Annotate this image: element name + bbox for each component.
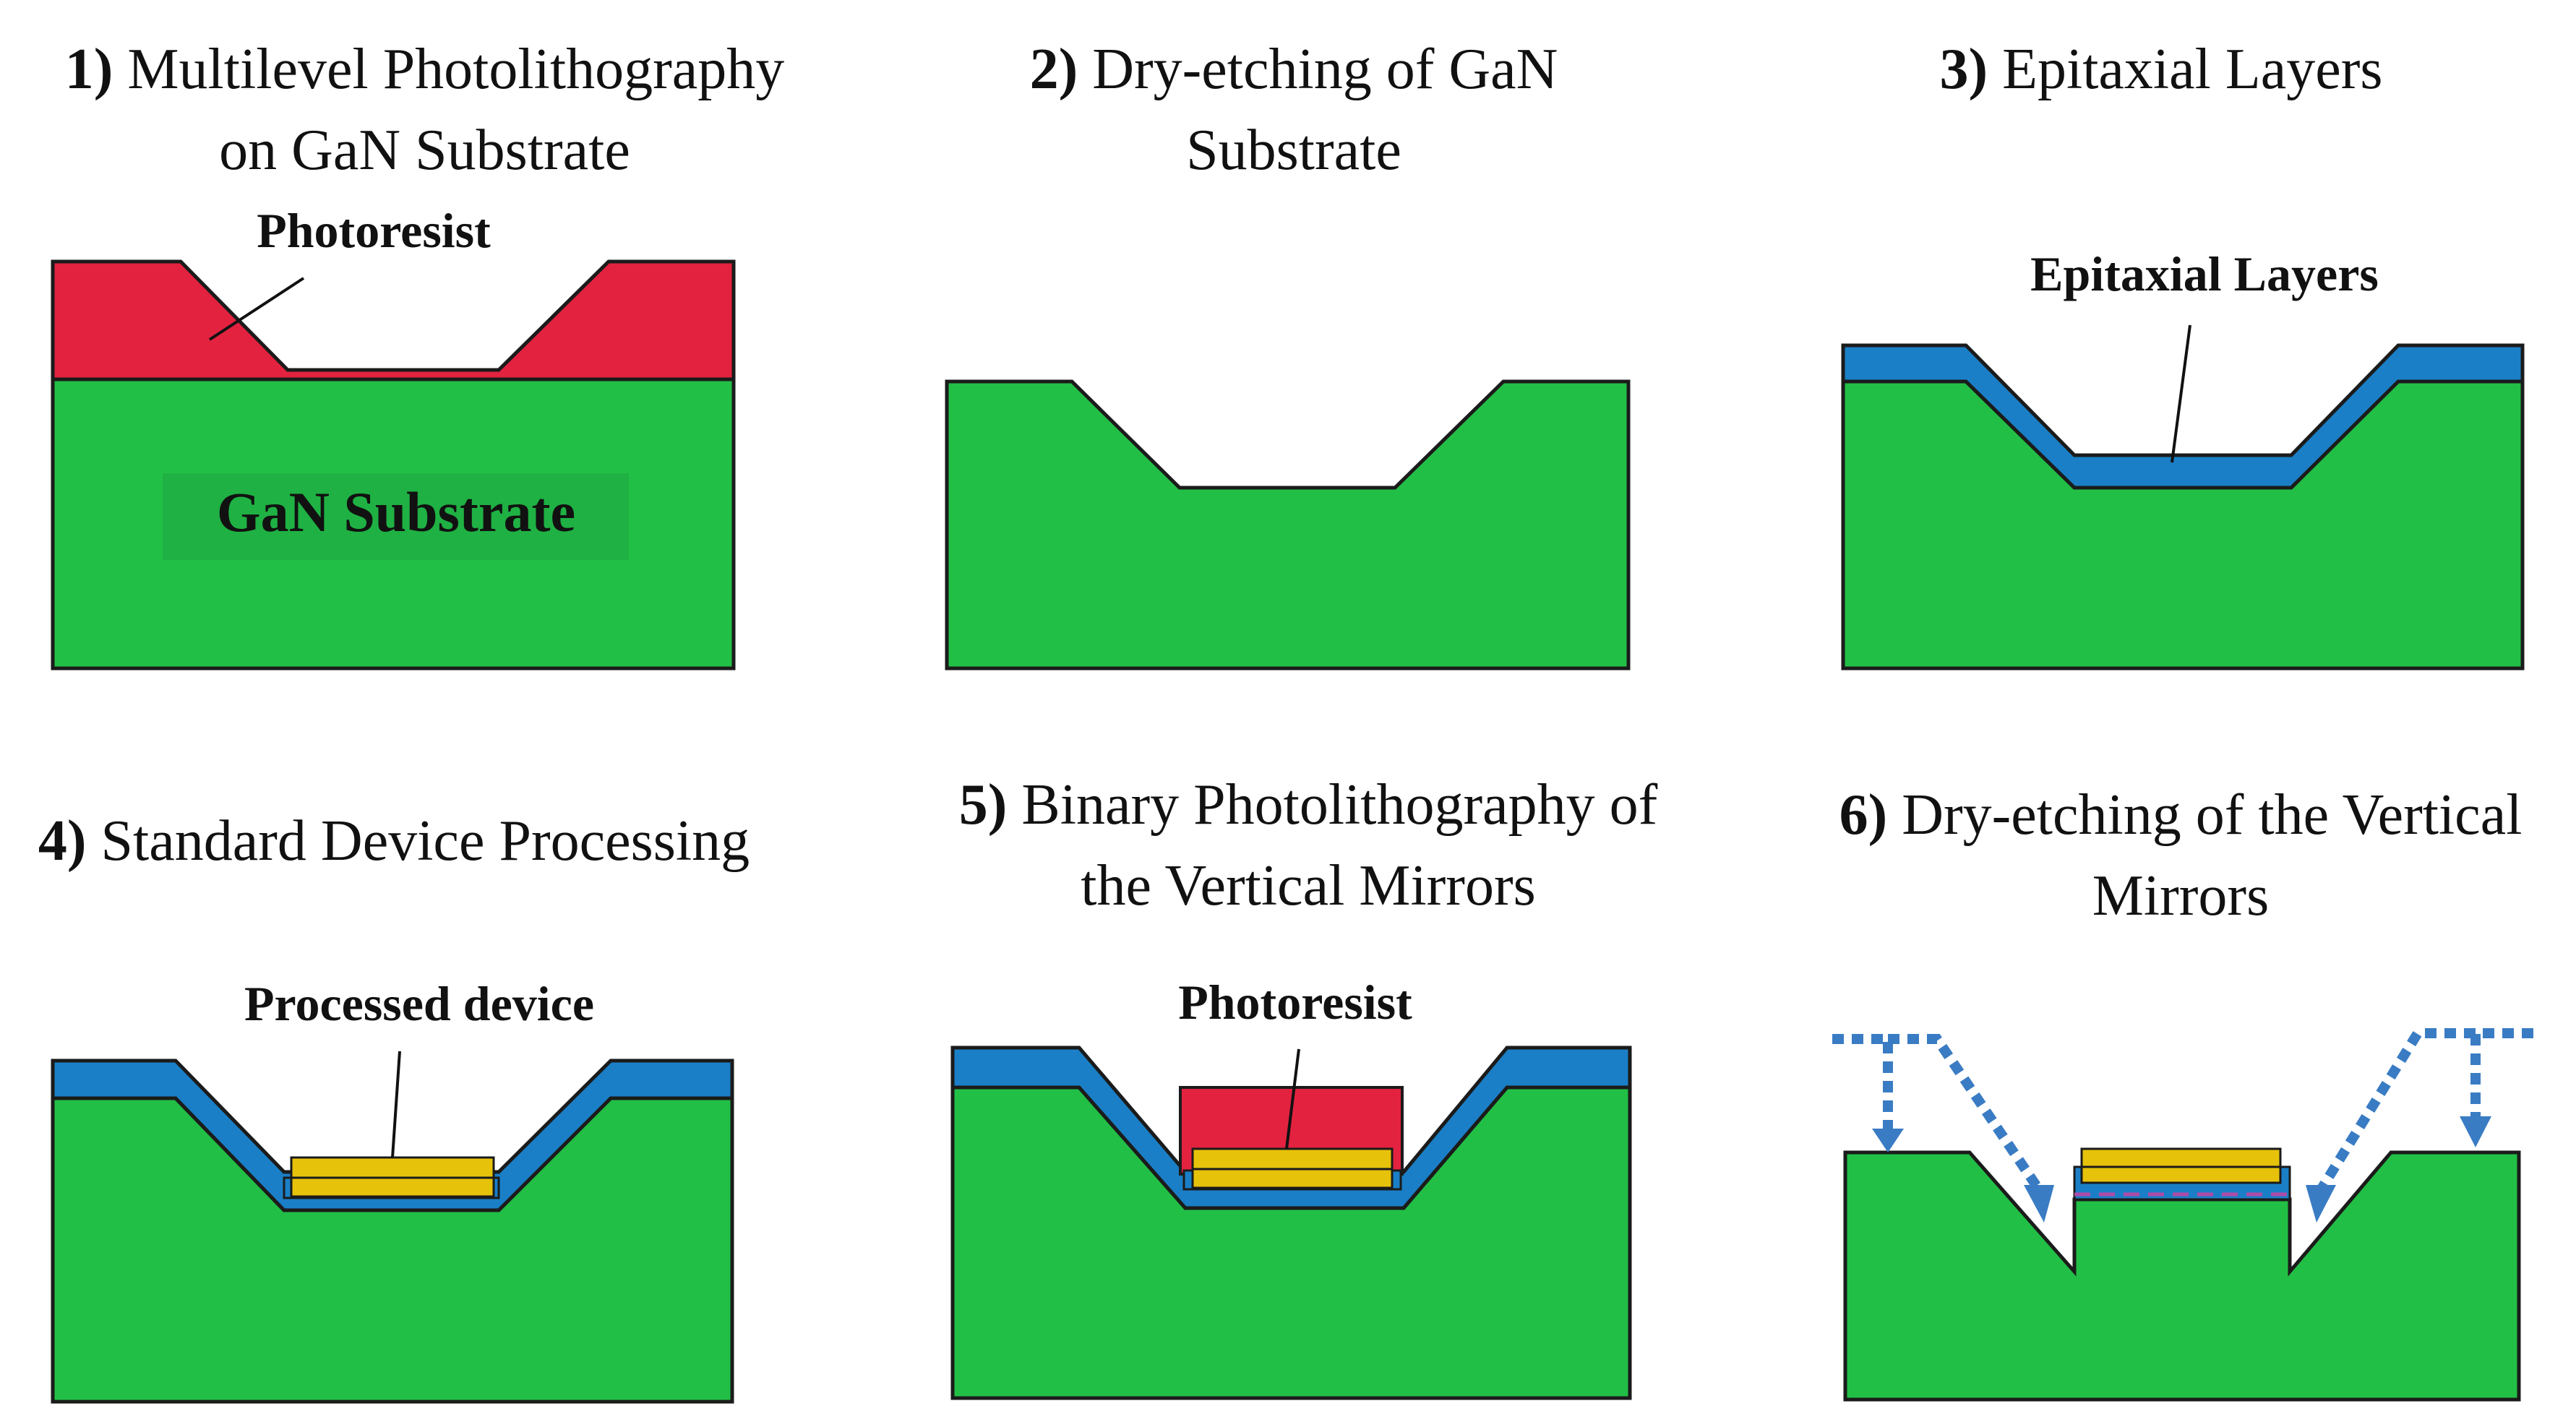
processed-device-lower-6 — [2080, 1165, 2282, 1184]
photoresist-5-label: Photoresist — [1178, 975, 1412, 1030]
step-1-line2: on GaN Substrate — [219, 118, 630, 182]
step-3-number: 3) — [1939, 38, 1988, 101]
photoresist-layer — [51, 259, 736, 381]
step-1-line1: Multilevel Photolithography — [127, 38, 785, 101]
step-2-title: 2) Dry-etching of GaN Substrate — [932, 29, 1655, 191]
processed-device-upper-6 — [2080, 1147, 2282, 1168]
step-2-line1: Dry-etching of GaN — [1092, 38, 1558, 101]
panel-6 — [1832, 1028, 2533, 1402]
step-5-number: 5) — [958, 773, 1008, 837]
gan-substrate-3 — [1841, 379, 2525, 671]
step-1-number: 1) — [64, 38, 113, 101]
processed-device-upper-5 — [1191, 1147, 1394, 1171]
step-5-title: 5) Binary Photolithography of the Vertic… — [911, 764, 1706, 926]
processed-device-lower — [290, 1176, 495, 1198]
step-2-line2: Substrate — [1186, 118, 1401, 182]
mirror-arrow-right-diagonal — [2317, 1028, 2476, 1191]
epitaxial-layer — [1841, 343, 2525, 490]
mirror-arrowhead-left-vertical — [1872, 1129, 1904, 1152]
step-6-line1: Dry-etching of the Vertical — [1902, 783, 2523, 847]
step-6-title: 6) Dry-etching of the Vertical Mirrors — [1785, 775, 2576, 936]
etched-gan-substrate — [945, 379, 1631, 671]
epitaxial-leader-line — [2171, 324, 2191, 463]
photoresist-5-leader-line — [1285, 1048, 1300, 1150]
gan-substrate-label-box — [163, 473, 629, 560]
step-4-number: 4) — [38, 809, 87, 873]
step-2-number: 2) — [1029, 38, 1078, 101]
panel-2 — [945, 379, 1631, 671]
mirror-arrowhead-right-vertical — [2460, 1116, 2491, 1147]
step-5-line1: Binary Photolithography of — [1021, 773, 1658, 837]
step-1-title: 1) Multilevel Photolithography on GaN Su… — [0, 29, 849, 191]
photoresist-leader-line — [208, 277, 305, 341]
mirror-arrow-left-vertical — [1832, 1034, 1893, 1133]
processed-device-label: Processed device — [244, 976, 594, 1031]
processed-device-lower-5 — [1191, 1168, 1394, 1189]
mirror-arrowhead-right-diagonal — [2306, 1185, 2336, 1223]
panel-1: Photoresist GaN Substrate — [51, 203, 736, 671]
step-3-title: 3) Epitaxial Layers — [1800, 29, 2523, 110]
mirror-arrow-left-diagonal — [1888, 1034, 2043, 1191]
gan-substrate-label: GaN Substrate — [217, 480, 575, 543]
step-6-line2: Mirrors — [2092, 864, 2270, 928]
step-5-line2: the Vertical Mirrors — [1081, 854, 1536, 918]
processed-device-upper — [290, 1156, 495, 1179]
photoresist-label: Photoresist — [257, 203, 491, 258]
step-3-line1: Epitaxial Layers — [2002, 38, 2383, 101]
mirror-arrow-right-vertical — [2470, 1028, 2533, 1121]
panel-5: Photoresist — [950, 975, 1632, 1400]
panel-3: Epitaxial Layers — [1841, 246, 2525, 671]
step-4-title: 4) Standard Device Processing — [0, 801, 788, 881]
gan-substrate-6 — [1843, 1150, 2521, 1402]
step-4-line1: Standard Device Processing — [100, 809, 750, 873]
epitaxial-layers-label: Epitaxial Layers — [2030, 246, 2379, 301]
step-6-number: 6) — [1839, 783, 1888, 847]
processed-device-leader-line — [391, 1051, 401, 1158]
mirror-arrowhead-left-diagonal — [2024, 1185, 2054, 1223]
panel-4: Processed device — [51, 976, 734, 1404]
